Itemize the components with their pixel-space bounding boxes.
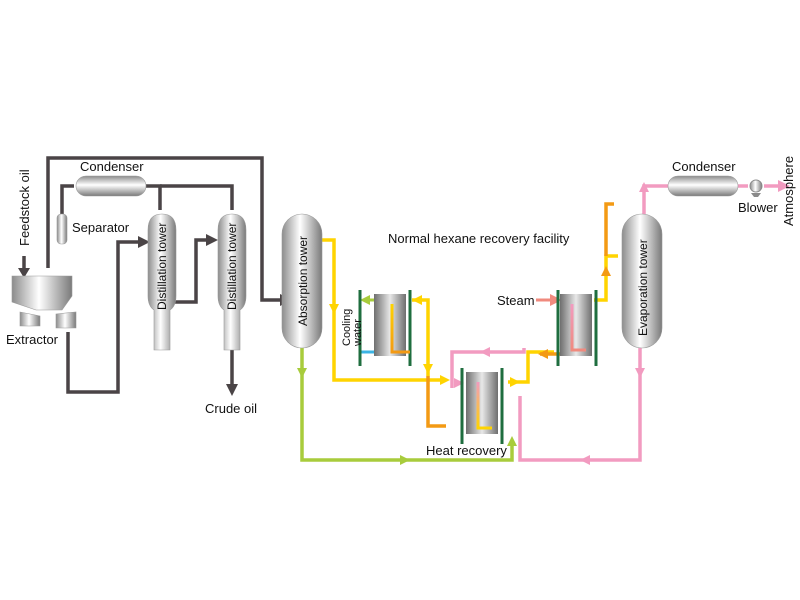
arrow-hr-out <box>510 377 520 387</box>
pipe-condenser-header <box>60 184 74 218</box>
arrow-pink-up <box>639 182 649 192</box>
blower-icon <box>749 179 763 197</box>
label-distillation-tower-2: Distillation tower <box>225 223 239 310</box>
pipe-extractor-to-dist1 <box>66 240 140 394</box>
label-crude-oil: Crude oil <box>205 401 257 416</box>
label-water: water <box>352 319 364 347</box>
pipe-condenser-out <box>146 184 162 210</box>
arrow-into-dist1 <box>138 236 150 248</box>
evaporation-tower <box>621 213 663 349</box>
pipe-absorption-top <box>322 238 336 312</box>
pipe-dist1-to-dist2 <box>170 238 208 304</box>
arrow-pink-hr-left <box>480 347 490 357</box>
arrow-lime-up <box>507 436 517 446</box>
separator <box>56 213 68 245</box>
pipe-extractor-to-absorption <box>46 156 282 302</box>
arrow-into-dist2 <box>206 234 218 246</box>
dark-pipes <box>22 156 282 394</box>
label-atmosphere: Atmosphere <box>781 156 796 226</box>
arrow-feedstock <box>18 268 30 278</box>
label-facility-title: Normal hexane recovery facility <box>388 231 570 246</box>
pipe-orange-evap <box>604 202 614 256</box>
condenser-left <box>75 175 147 197</box>
pipe-evap-bottom <box>518 346 642 462</box>
absorption-tower <box>281 213 323 349</box>
arrow-yellow-down-2 <box>423 364 433 374</box>
pipe-orange-cooler <box>426 376 446 428</box>
label-separator: Separator <box>72 220 130 235</box>
pipe-absorption-to-heat-recovery <box>332 312 446 382</box>
distillation-tower-1 <box>147 213 177 351</box>
label-cooling: Cooling <box>341 309 353 346</box>
label-evaporation-tower: Evaporation tower <box>636 239 650 336</box>
arrow-pink-hr-in <box>454 378 464 388</box>
labels: Feedstock oil Extractor Separator Conden… <box>6 156 796 458</box>
flow-arrows <box>297 180 790 465</box>
label-condenser-right: Condenser <box>672 159 736 174</box>
arrow-atmosphere <box>778 180 790 192</box>
arrow-evap-out-left <box>538 349 548 359</box>
arrow-cool-green <box>360 295 370 305</box>
label-blower: Blower <box>738 200 778 215</box>
arrow-cooler-in <box>412 295 422 305</box>
distillation-tower-2 <box>217 213 247 351</box>
heat-recovery-exchanger <box>460 368 504 444</box>
label-extractor: Extractor <box>6 332 59 347</box>
label-heat-recovery: Heat recovery <box>426 443 507 458</box>
cooling-exchanger <box>358 290 412 366</box>
pipe-condenser-to-dist2 <box>160 184 234 210</box>
arrow-pink-down <box>635 368 645 378</box>
condenser-right <box>667 175 739 197</box>
pipe-evap-side <box>594 254 618 302</box>
steam-heater <box>556 290 598 366</box>
arrow-lime-down <box>297 368 307 378</box>
label-distillation-tower-1: Distillation tower <box>155 223 169 310</box>
arrow-yellow-hr-in <box>440 375 450 385</box>
arrow-yellow-down-1 <box>329 304 339 314</box>
arrow-lime-right <box>400 455 410 465</box>
label-feedstock-oil: Feedstock oil <box>17 169 32 246</box>
label-absorption-tower: Absorption tower <box>296 236 310 326</box>
arrow-pink-left <box>580 455 590 465</box>
arrow-evap-side <box>601 266 611 276</box>
steam-pipe <box>536 294 562 306</box>
label-condenser-left: Condenser <box>80 159 144 174</box>
arrow-crude-oil <box>226 384 238 396</box>
label-steam: Steam <box>497 293 535 308</box>
extractor <box>11 275 77 329</box>
